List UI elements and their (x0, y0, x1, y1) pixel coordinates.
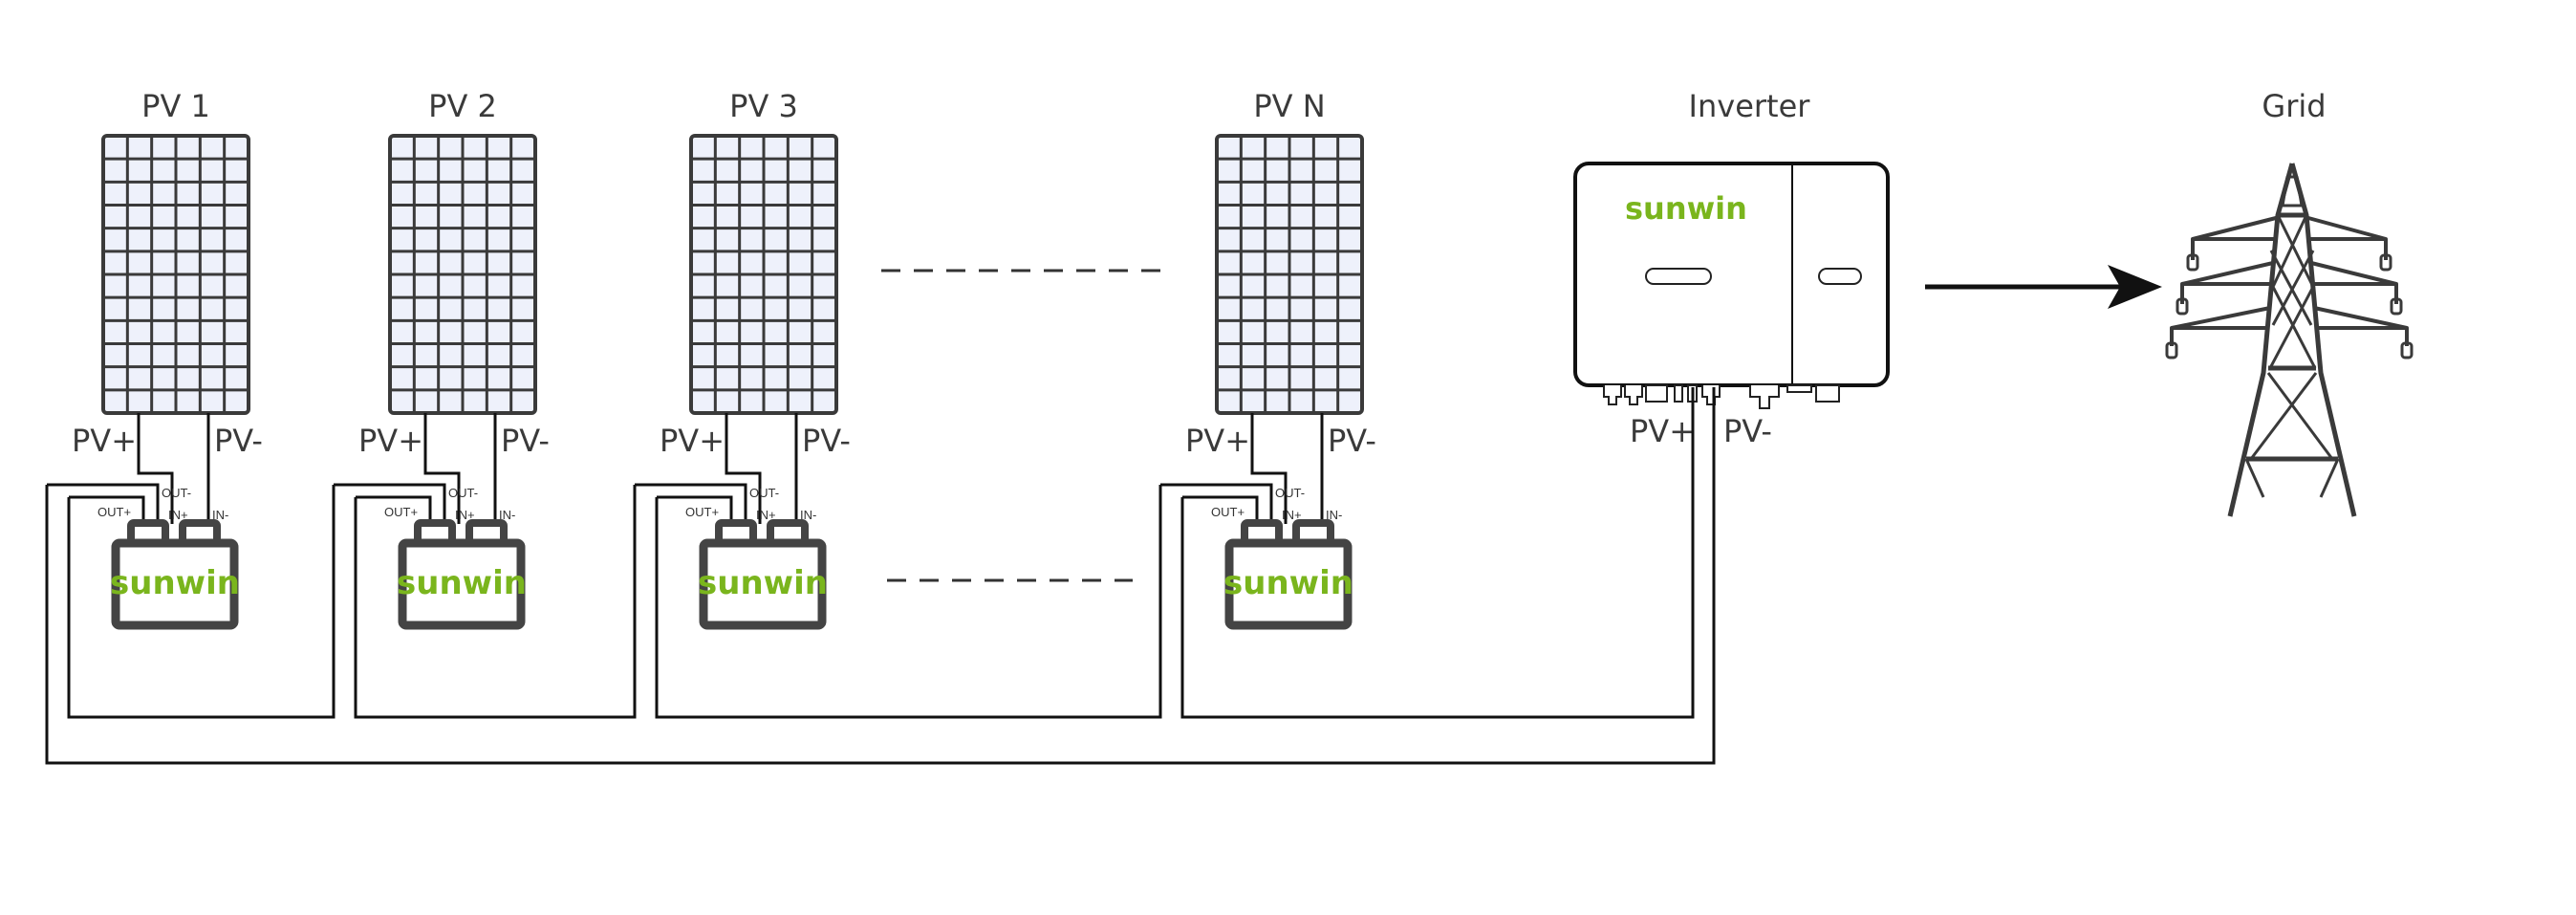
microinverter-body (111, 538, 239, 630)
inverter-title: Inverter (1689, 88, 1811, 124)
power-flow-arrow (1925, 265, 2162, 309)
transmission-tower-icon (2165, 163, 2414, 517)
pv-plus-label: PV+ (1185, 423, 1250, 459)
grid-title: Grid (2262, 88, 2326, 124)
out-plus-label: OUT+ (685, 505, 719, 519)
out-minus-wire (1160, 483, 1273, 524)
inverter-handle-right (1818, 268, 1862, 285)
microinverter: sunwin OUT+ OUT- IN+ IN- (685, 486, 828, 630)
outer-loop-wire-to-inverter-pv-minus (45, 387, 1716, 765)
microinverter-body (1224, 538, 1353, 630)
in-minus-label: IN- (1326, 508, 1342, 522)
microinverter-body (398, 538, 526, 630)
in-minus-label: IN- (212, 508, 228, 522)
pv-unit-2: PV 2 PV+ PV-sunwin OUT+ OUT- IN+ IN- (334, 88, 637, 719)
in-minus-label: IN- (800, 508, 816, 522)
microinverter: sunwin OUT+ OUT- IN+ IN- (97, 486, 240, 630)
microinverter: sunwin OUT+ OUT- IN+ IN- (1211, 486, 1353, 630)
out-plus-wire (657, 495, 733, 524)
in-plus-label: IN+ (455, 508, 475, 522)
inverter-handle-left (1645, 268, 1712, 285)
out-plus-wire (69, 495, 145, 524)
solar-panel-icon (1215, 134, 1364, 415)
inner-loop-wire-to-inverter-pv-plus (1180, 387, 1695, 719)
out-minus-label: OUT- (749, 486, 779, 500)
inverter-connectors (1603, 384, 1840, 409)
inverter: Inverter sunwin PV+ PV- (1573, 88, 1890, 449)
pv-plus-label: PV+ (358, 423, 423, 459)
pv-minus-label: PV- (501, 423, 550, 459)
solar-panel-icon (689, 134, 838, 415)
out-minus-wire (334, 483, 446, 524)
microinverter-brand-logo: sunwin (698, 564, 828, 602)
pv-title: PV 1 (141, 88, 210, 124)
solar-panel-icon (101, 134, 250, 415)
pv-unit-4: PV N PV+ PV-sunwin OUT+ OUT- IN+ IN- (1160, 88, 1376, 630)
pv-minus-label: PV- (1328, 423, 1376, 459)
pv-minus-label: PV- (214, 423, 263, 459)
out-minus-label: OUT- (162, 486, 191, 500)
pv-plus-wire (423, 413, 461, 524)
out-minus-wire (635, 483, 747, 524)
out-plus-label: OUT+ (384, 505, 418, 519)
inverter-pv-minus-label: PV- (1723, 413, 1772, 449)
microinverter-brand-logo: sunwin (1223, 564, 1353, 602)
microinverter-brand-logo: sunwin (397, 564, 527, 602)
inverter-brand-logo: sunwin (1625, 190, 1747, 227)
inverter-body (1573, 162, 1890, 387)
out-minus-label: OUT- (1275, 486, 1305, 500)
in-plus-label: IN+ (756, 508, 776, 522)
pv-plus-wire (1250, 413, 1288, 524)
series-link-wire (354, 485, 637, 719)
pv-title: PV N (1253, 88, 1325, 124)
grid: Grid (2165, 88, 2414, 517)
pv-unit-1: PV 1 PV+ PV-sunwin OUT+ OUT- IN+ IN- (47, 88, 336, 719)
microinverter: sunwin OUT+ OUT- IN+ IN- (384, 486, 527, 630)
pv-plus-wire (137, 413, 174, 524)
out-plus-wire (356, 495, 432, 524)
out-plus-label: OUT+ (1211, 505, 1245, 519)
in-minus-label: IN- (499, 508, 515, 522)
microinverter-brand-logo: sunwin (110, 564, 240, 602)
series-link-wire (655, 485, 1162, 719)
pv-title: PV 3 (729, 88, 798, 124)
pv-minus-label: PV- (802, 423, 851, 459)
pv-title: PV 2 (428, 88, 497, 124)
inverter-pv-plus-label: PV+ (1630, 413, 1695, 449)
pv-unit-3: PV 3 PV+ PV-sunwin OUT+ OUT- IN+ IN- (635, 88, 1162, 719)
pv-plus-label: PV+ (72, 423, 137, 459)
in-plus-label: IN+ (168, 508, 188, 522)
microinverter-body (699, 538, 827, 630)
out-plus-label: OUT+ (97, 505, 131, 519)
pv-plus-wire (725, 413, 762, 524)
series-link-wire (67, 485, 336, 719)
solar-panel-icon (388, 134, 537, 415)
pv-plus-label: PV+ (660, 423, 725, 459)
out-plus-wire (1182, 495, 1259, 524)
out-minus-label: OUT- (448, 486, 478, 500)
out-minus-wire (47, 483, 160, 524)
in-plus-label: IN+ (1282, 508, 1302, 522)
